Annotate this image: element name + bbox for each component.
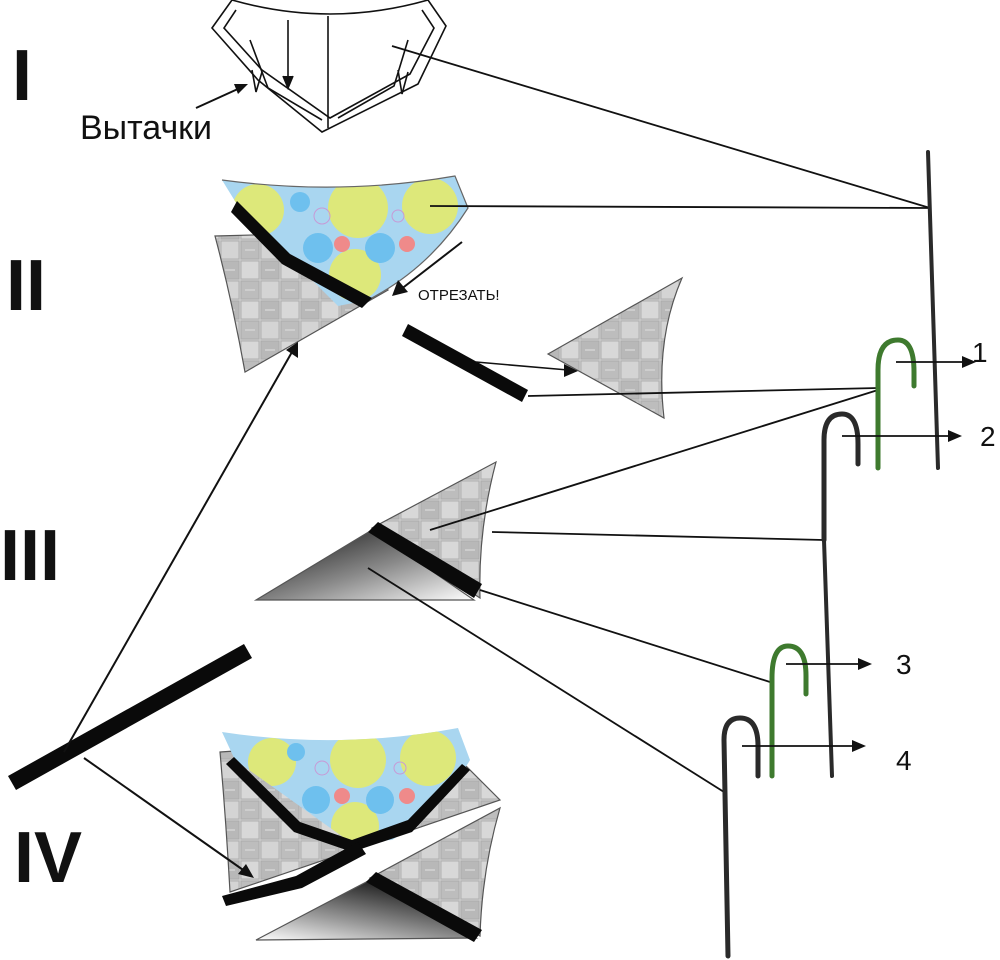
hook-number-3: 3 bbox=[896, 649, 912, 680]
hook-number-2: 2 bbox=[980, 421, 996, 452]
lining-piece-iii bbox=[370, 460, 497, 600]
darts-label: Вытачки bbox=[80, 109, 212, 147]
lining-triangle-iv bbox=[368, 806, 501, 937]
step-iv-label: IV bbox=[14, 818, 82, 898]
hook-number-4: 4 bbox=[896, 745, 912, 776]
seam-tape-iv bbox=[226, 757, 470, 852]
bar-arrow-down bbox=[83, 757, 254, 878]
pattern-piece-outline bbox=[210, 0, 447, 133]
seam-tape-ii bbox=[231, 201, 372, 308]
hook-number-arrowheads bbox=[852, 356, 976, 752]
cut-off-arrow bbox=[475, 361, 578, 377]
bar-arrow-up bbox=[63, 342, 298, 753]
connector-lines bbox=[367, 45, 931, 793]
step-iii-label: III bbox=[0, 516, 60, 596]
cut-off-tape bbox=[402, 324, 528, 402]
hooks-diagram bbox=[721, 150, 940, 959]
big-tape-bar bbox=[8, 644, 252, 790]
cut-label: ОТРЕЗАТЬ! bbox=[418, 287, 500, 304]
seam-tape-iii bbox=[368, 522, 482, 598]
fabric-piece-ii bbox=[221, 175, 469, 306]
step-i-label: I bbox=[12, 36, 32, 116]
darts-arrow bbox=[195, 84, 248, 109]
seam-tape-iv-lower bbox=[222, 842, 366, 906]
cut-off-triangle bbox=[546, 276, 684, 420]
seam-tape-iv-fold bbox=[366, 872, 482, 942]
hook-number-arrows bbox=[742, 361, 966, 747]
step-ii-label: II bbox=[6, 246, 46, 326]
hook-number-1: 1 bbox=[972, 337, 988, 368]
cut-arrow bbox=[392, 241, 463, 296]
